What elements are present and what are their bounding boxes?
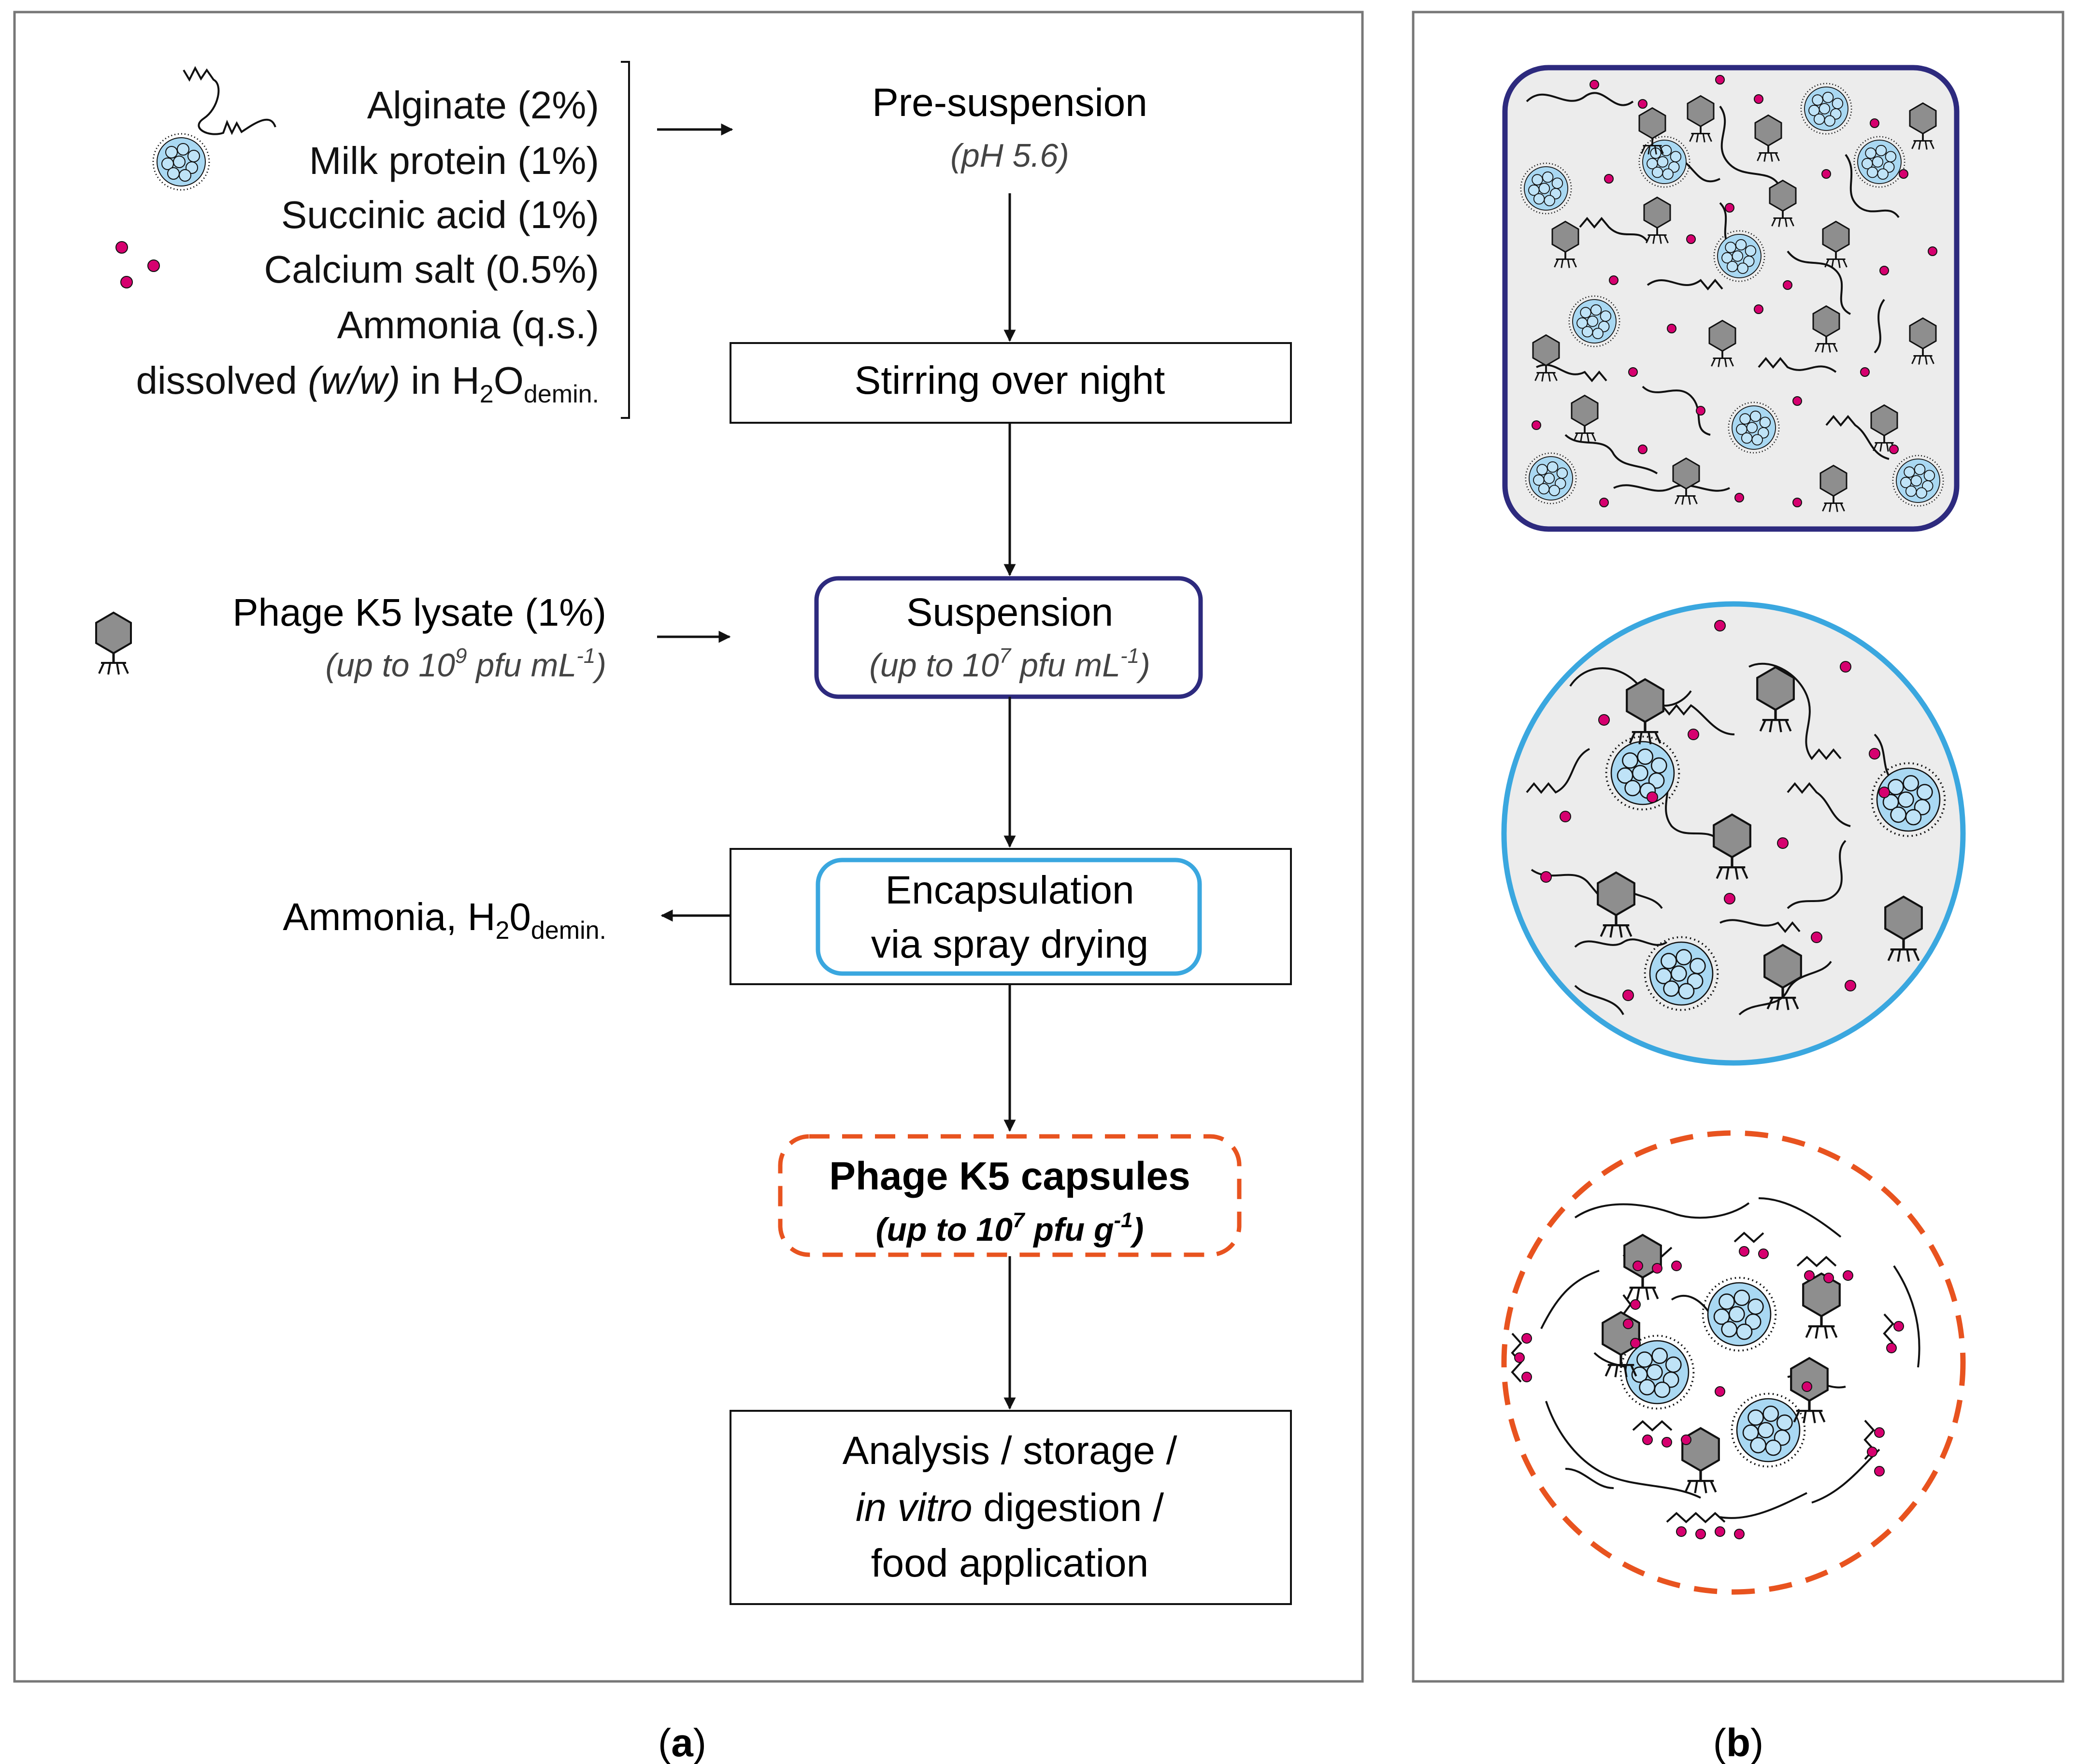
encapsulation-line1: Encapsulation xyxy=(885,868,1134,912)
ingredient-succinic-acid: Succinic acid (1%) xyxy=(281,193,599,236)
suspension-title: Suspension xyxy=(906,590,1114,634)
panel-label-b: (b) xyxy=(1713,1721,1764,1764)
dissolved-note: dissolved (w/w) in H2Odemin. xyxy=(136,359,599,408)
panel-label-a: (a) xyxy=(658,1721,706,1764)
final-line3: food application xyxy=(871,1541,1148,1585)
pre-suspension-title: Pre-suspension xyxy=(872,81,1147,125)
panel-a-frame xyxy=(13,11,1364,1683)
suspension-illustration xyxy=(1502,65,1960,532)
capsules-titer: (up to 107 pfu g-1) xyxy=(876,1208,1144,1248)
removed-solvents: Ammonia, H20demin. xyxy=(283,895,606,945)
pre-suspension-ph: (pH 5.6) xyxy=(950,137,1069,174)
stirring-label: Stirring over night xyxy=(855,359,1165,402)
ingredient-calcium-salt: Calcium salt (0.5%) xyxy=(264,248,599,291)
encapsulation-inner xyxy=(816,858,1202,976)
capsules-box xyxy=(778,1134,1242,1257)
final-line1: Analysis / storage / xyxy=(843,1429,1177,1473)
capsules-title: Phage K5 capsules xyxy=(829,1154,1190,1198)
ingredients-bracket xyxy=(621,61,630,419)
ingredient-ammonia: Ammonia (q.s.) xyxy=(337,303,599,346)
encapsulation-illustration xyxy=(1501,601,1966,1066)
final-line2: in vitro digestion / xyxy=(856,1486,1164,1530)
ingredient-alginate: Alginate (2%) xyxy=(367,84,599,127)
calcium-ion-dots-icon xyxy=(115,241,160,288)
final-step-box xyxy=(730,1410,1292,1605)
phage-lysate-titer: (up to 109 pfu mL-1) xyxy=(326,644,606,684)
suspension-titer: (up to 107 pfu mL-1) xyxy=(869,644,1150,684)
encapsulation-line2: via spray drying xyxy=(871,922,1148,966)
stirring-box xyxy=(730,342,1292,424)
alginate-chain-icon xyxy=(183,66,276,135)
capsule-illustration xyxy=(1501,1130,1966,1595)
phage-lysate-label: Phage K5 lysate (1%) xyxy=(232,591,606,634)
ingredient-milk-protein: Milk protein (1%) xyxy=(309,139,599,182)
